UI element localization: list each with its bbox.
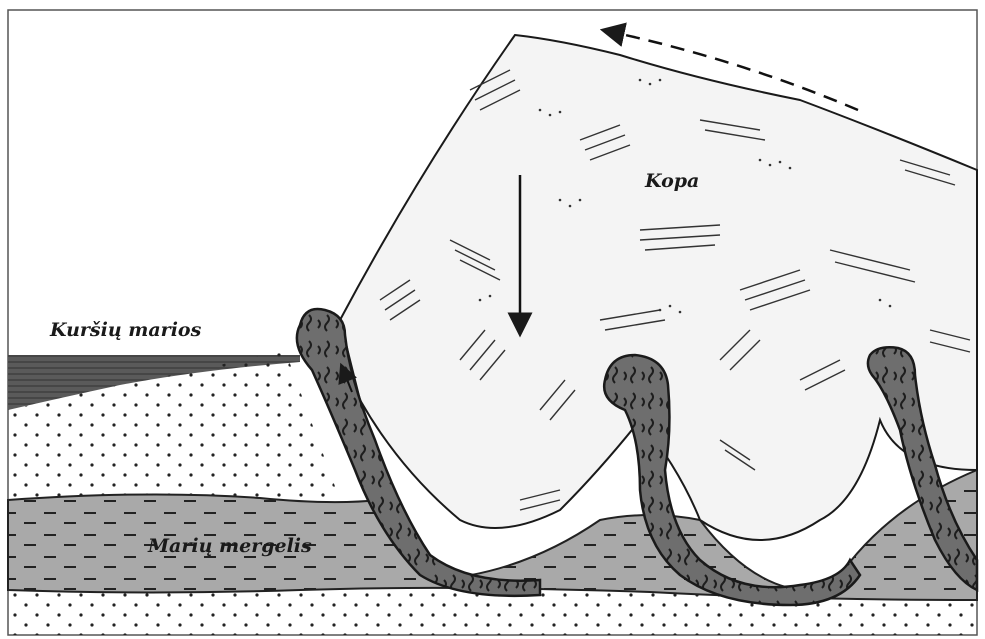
lagoon-label: Kuršių marios [49,319,202,341]
dune-label: Kopa [644,170,699,192]
clay-layer-label: Marių mergelis [147,535,312,557]
